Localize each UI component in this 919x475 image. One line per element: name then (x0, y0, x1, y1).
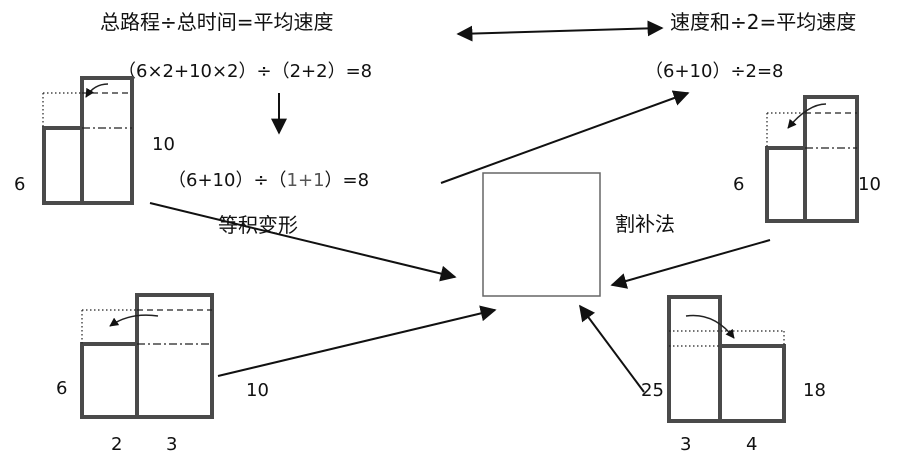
calc-middle-part-a: （6+10）÷（ (168, 170, 287, 191)
br-label-three: 3 (680, 434, 691, 455)
br-curve-arrow (685, 314, 735, 339)
calc-middle-part-b: 1+1 (287, 170, 325, 191)
arrow-top-left-to-center (149, 202, 457, 282)
bl-label-six: 6 (56, 378, 67, 399)
br-label-eighteen: 18 (803, 380, 826, 401)
tl-curve-arrow (85, 83, 109, 98)
figure-bottom-right: 25 18 3 4 (641, 295, 826, 455)
figure-top-right: 6 10 (733, 95, 881, 223)
arrow-top-right-to-center (610, 239, 771, 289)
bl-tall-rect (135, 293, 214, 419)
tr-curve-arrow (787, 103, 827, 129)
figure-bottom-left: 6 10 2 3 (56, 293, 269, 455)
method-cut-and-fill: 割补法 (615, 212, 675, 236)
br-label-twentyfive: 25 (641, 380, 664, 401)
tl-short-rect (42, 126, 84, 205)
br-label-four: 4 (746, 434, 757, 455)
tr-label-ten: 10 (858, 174, 881, 195)
method-equal-area-transform: 等积变形 (218, 213, 298, 237)
bl-label-ten: 10 (246, 380, 269, 401)
double-arrow-formulas (456, 20, 664, 42)
tr-tall-rect (803, 95, 859, 223)
tr-label-six: 6 (733, 174, 744, 195)
arrow-to-calc-right (440, 90, 690, 184)
tl-label-six: 6 (14, 174, 25, 195)
calc-left: （6×2+10×2）÷（2+2）=8 (118, 61, 372, 82)
arrow-bottom-left-to-center (217, 305, 497, 377)
bl-curve-arrow (109, 314, 159, 327)
bl-short-rect (80, 342, 139, 419)
tl-label-ten: 10 (152, 134, 175, 155)
formula-total-distance-over-time: 总路程÷总时间=平均速度 (100, 10, 334, 34)
center-box (482, 172, 601, 297)
bl-label-two: 2 (111, 434, 122, 455)
calc-middle: （6+10）÷（1+1）=8 (168, 170, 369, 191)
formula-speed-sum-over-two: 速度和÷2=平均速度 (670, 10, 856, 34)
arrow-bottom-right-to-center (579, 304, 645, 393)
tr-short-rect (765, 146, 807, 223)
calc-right: （6+10）÷2=8 (645, 61, 784, 82)
bl-label-three: 3 (166, 434, 177, 455)
figure-top-left: 6 10 (14, 76, 175, 205)
br-short-rect (718, 344, 786, 423)
tl-tall-rect (80, 76, 134, 205)
calc-middle-part-c: ）=8 (325, 170, 370, 191)
